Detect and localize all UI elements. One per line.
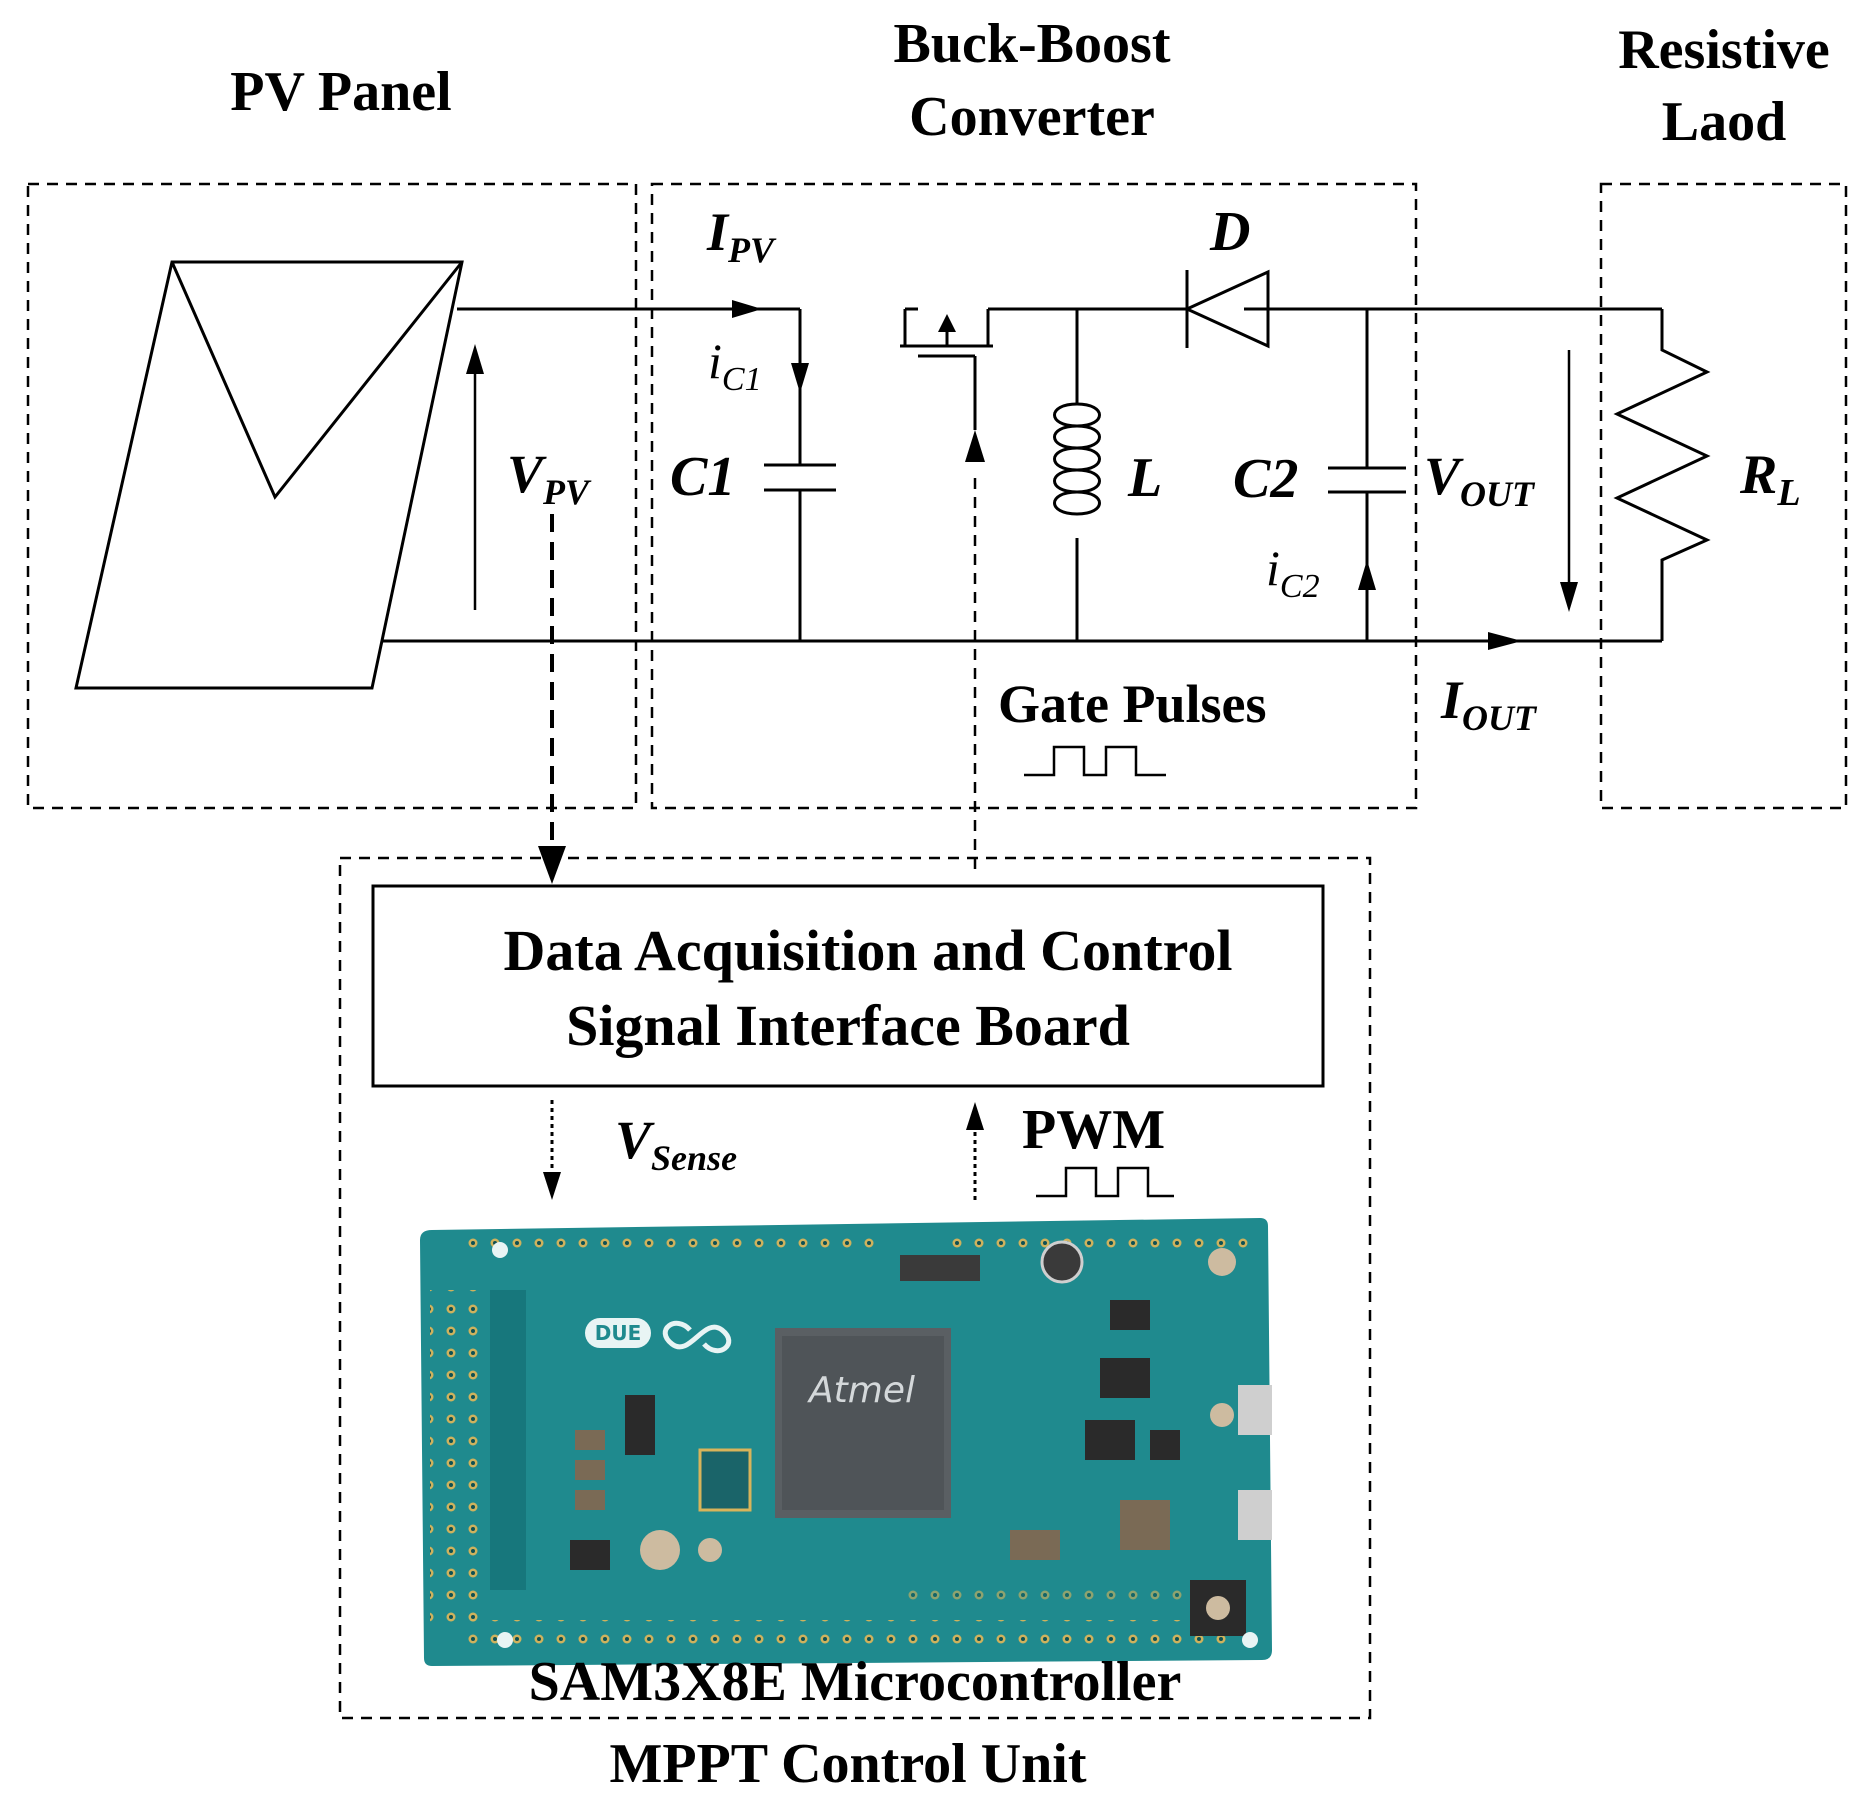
pwm-label: PWM [1022, 1099, 1165, 1161]
i-c2-arrow [1358, 560, 1376, 590]
pv-panel-box [26, 182, 638, 810]
load-title-line2: Laod [1662, 91, 1787, 153]
control-unit-box [338, 856, 1372, 1720]
c1-label: C1 [670, 446, 735, 508]
v-pv-arrow [466, 344, 484, 610]
diode-label: D [1209, 201, 1250, 263]
resistor-rl [1613, 309, 1711, 641]
c2-label: C2 [1233, 448, 1298, 510]
interface-board-box [371, 884, 1325, 1088]
gate-pulses-label: Gate Pulses [998, 674, 1266, 734]
r-l-label: RL [1739, 444, 1801, 514]
v-out-label: VOUT [1424, 446, 1536, 514]
chip-brand: Atmel [807, 1370, 915, 1411]
v-sense-arrowhead [543, 1172, 561, 1200]
v-out-arrow [1560, 350, 1578, 612]
mosfet-switch [900, 309, 993, 368]
svg-text:DUE: DUE [595, 1321, 642, 1345]
control-unit-label: MPPT Control Unit [609, 1733, 1086, 1795]
i-c2-label: iC2 [1266, 540, 1320, 605]
load-box [1599, 182, 1848, 810]
inductor-l [1053, 309, 1101, 641]
i-c1-label: iC1 [708, 333, 762, 398]
pwm-arrowhead [966, 1102, 984, 1130]
v-pv-label: VPV [507, 444, 592, 512]
pwm-waveform [1036, 1166, 1174, 1198]
load-title-line1: Resistive [1618, 19, 1830, 81]
interface-board-title-line1: Data Acquisition and Control [504, 918, 1233, 983]
converter-box [650, 182, 1418, 810]
converter-title-line1: Buck-Boost [894, 13, 1171, 75]
i-pv-arrow [732, 300, 762, 318]
v-sense-label: VSense [615, 1110, 737, 1178]
interface-board-title-line2: Signal Interface Board [566, 993, 1130, 1058]
board-badge [585, 1318, 651, 1348]
capacitor-c2 [1328, 309, 1406, 641]
inductor-label: L [1127, 447, 1162, 509]
i-out-label: IOUT [1440, 670, 1538, 738]
i-c1-arrow [791, 363, 809, 393]
microcontroller-board: DUE Atmel [420, 1218, 1272, 1666]
capacitor-c1 [764, 309, 836, 641]
pv-panel-title: PV Panel [230, 61, 451, 123]
v-pv-sense-arrowhead [538, 846, 566, 884]
i-pv-label: IPV [706, 202, 777, 270]
converter-title-line2: Converter [909, 86, 1155, 148]
microcontroller-label: SAM3X8E Microcontroller [529, 1651, 1182, 1713]
diode-d [1183, 269, 1270, 349]
pv-panel-symbol [74, 260, 464, 690]
i-out-arrow [1488, 632, 1522, 650]
gate-pulse-waveform [1024, 745, 1166, 777]
gate-arrow [965, 430, 985, 462]
